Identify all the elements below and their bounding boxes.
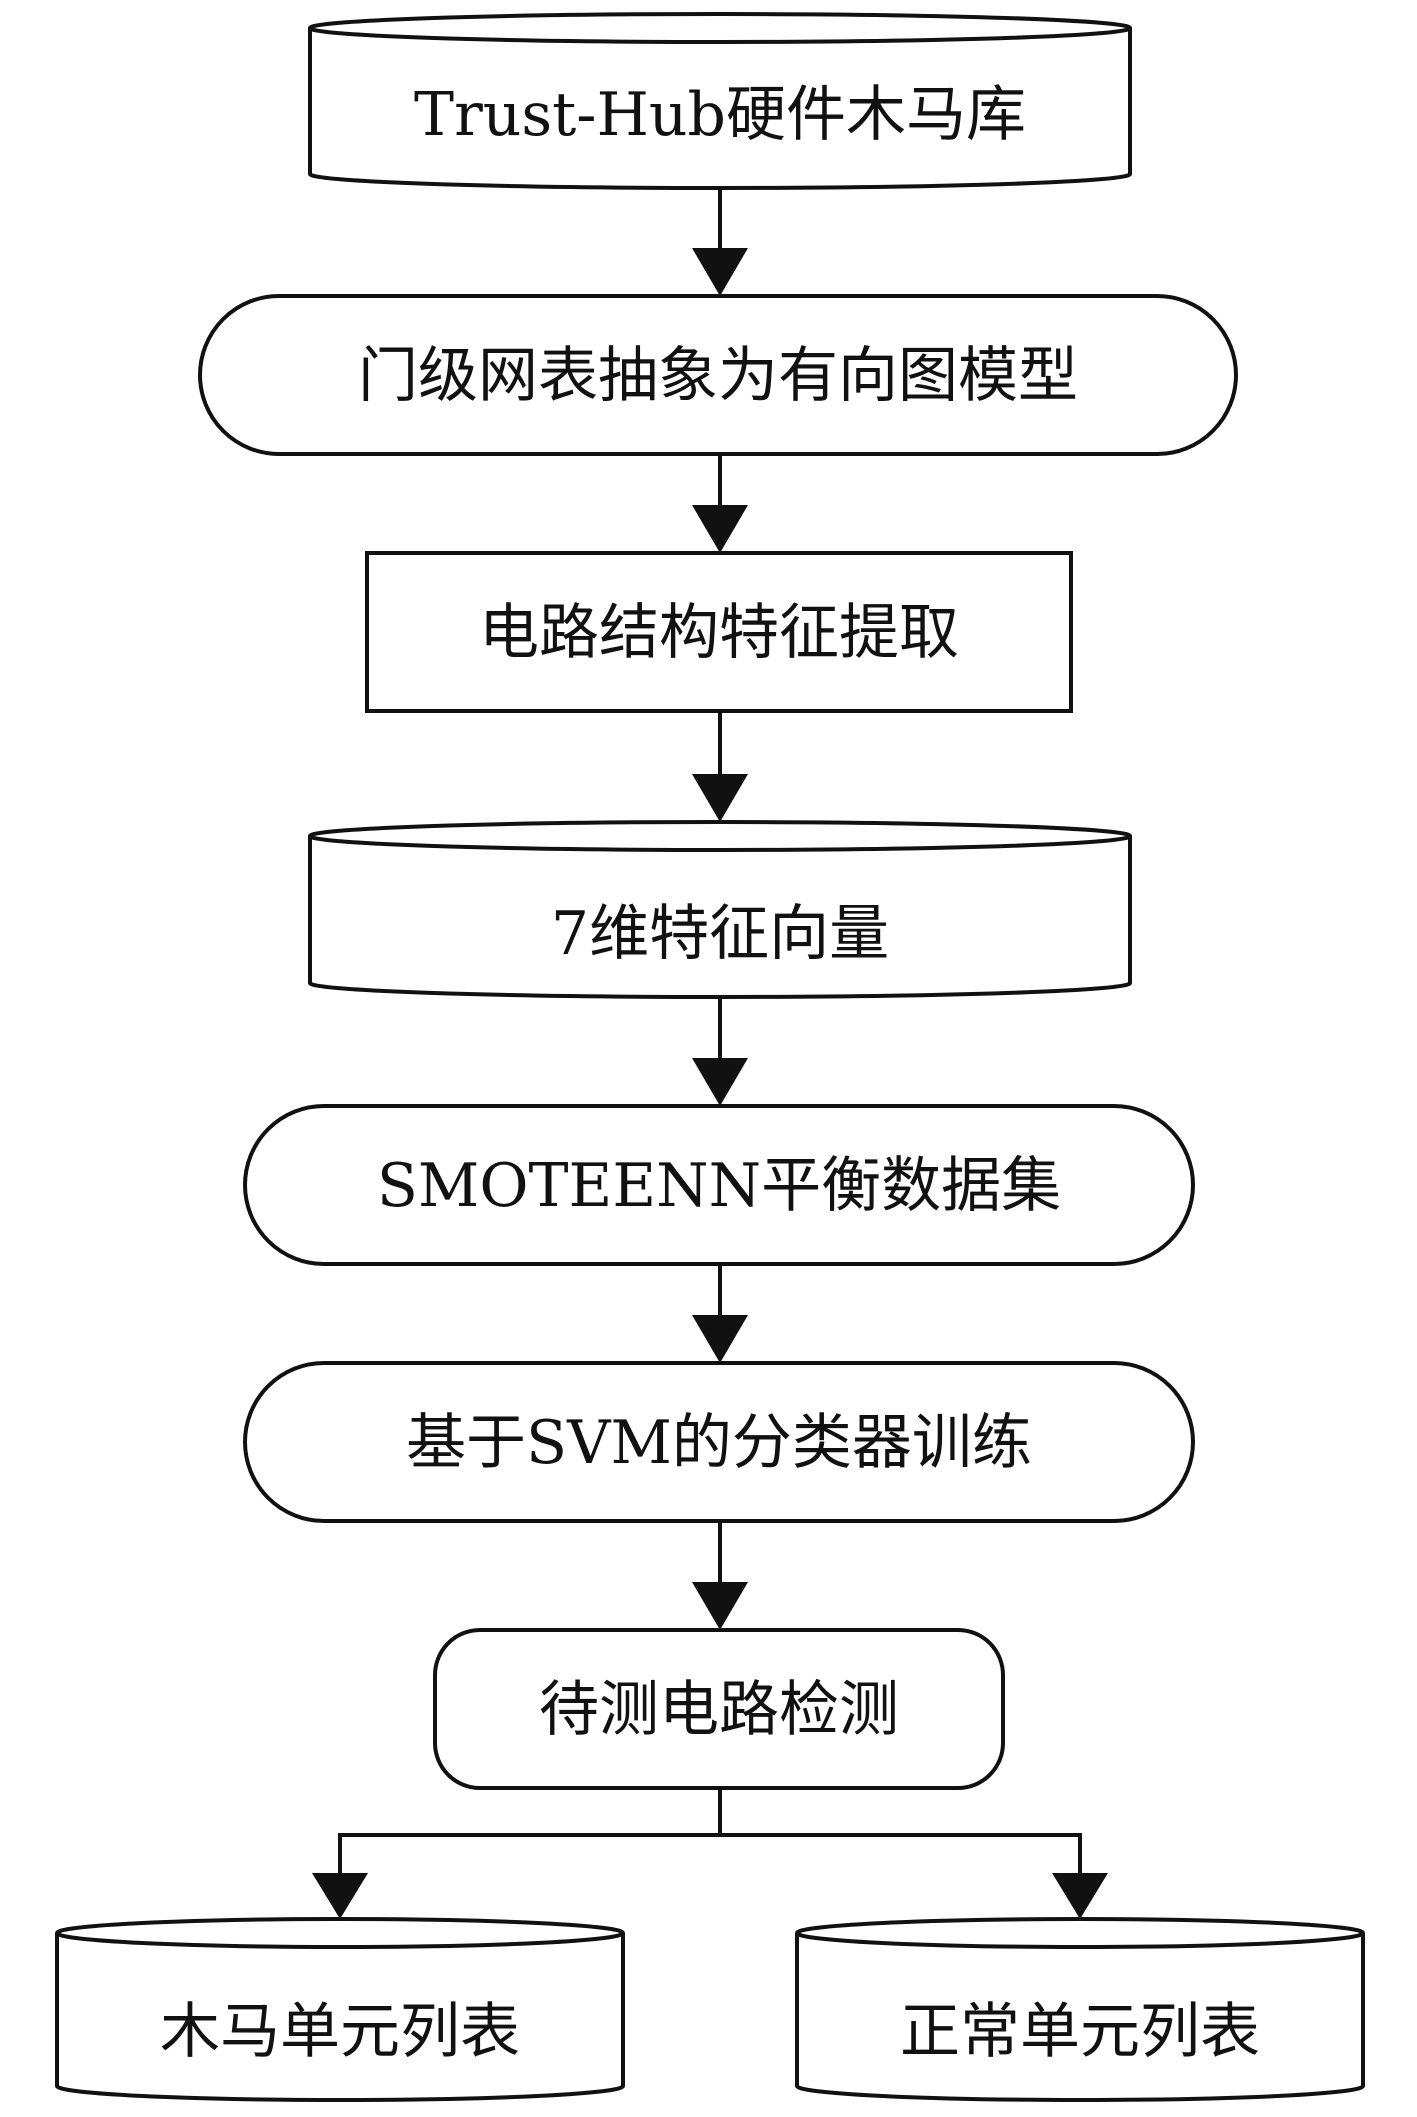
edge-vector-to-smoteenn [692, 999, 748, 1106]
node-directed-graph-model: 门级网表抽象为有向图模型 [198, 294, 1238, 456]
node-trojan-list: 木马单元列表 [55, 1917, 625, 2102]
node-label: 7维特征向量 [551, 899, 889, 969]
node-smoteenn-dataset: SMOTEENN平衡数据集 [243, 1104, 1195, 1266]
edge-detection-to-trojan-list [312, 1833, 368, 1919]
arrowhead [1052, 1873, 1108, 1919]
arrowhead [692, 248, 748, 296]
arrowhead [692, 1582, 748, 1630]
edge-extraction-to-vector [692, 711, 748, 822]
node-label: Trust-Hub硬件木马库 [414, 80, 1026, 150]
node-normal-list: 正常单元列表 [795, 1917, 1365, 2102]
edge-library-to-graph-model [692, 190, 748, 296]
arrowhead [692, 1315, 748, 1363]
edge-svm-to-detection [692, 1521, 748, 1630]
node-label: 待测电路检测 [539, 1675, 899, 1745]
node-trusthub-library: Trust-Hub硬件木马库 [308, 12, 1132, 190]
node-label: 基于SVM的分类器训练 [406, 1408, 1032, 1478]
node-feature-vector: 7维特征向量 [308, 820, 1132, 999]
edge-graph-model-to-extraction [692, 454, 748, 553]
arrowhead [692, 1058, 748, 1106]
edge-detection-branch [338, 1788, 1082, 1837]
arrowhead [312, 1873, 368, 1919]
node-svm-training: 基于SVM的分类器训练 [243, 1361, 1195, 1523]
node-label: 木马单元列表 [160, 1997, 520, 2067]
node-circuit-detection: 待测电路检测 [433, 1628, 1005, 1790]
node-label: SMOTEENN平衡数据集 [377, 1151, 1061, 1221]
arrowhead [692, 774, 748, 822]
node-feature-extraction: 电路结构特征提取 [365, 551, 1073, 713]
edge-smoteenn-to-svm [692, 1264, 748, 1363]
node-label: 电路结构特征提取 [479, 598, 959, 668]
node-label: 正常单元列表 [900, 1997, 1260, 2067]
node-label: 门级网表抽象为有向图模型 [358, 341, 1078, 411]
edge-detection-to-normal-list [1052, 1833, 1108, 1919]
arrowhead [692, 505, 748, 553]
